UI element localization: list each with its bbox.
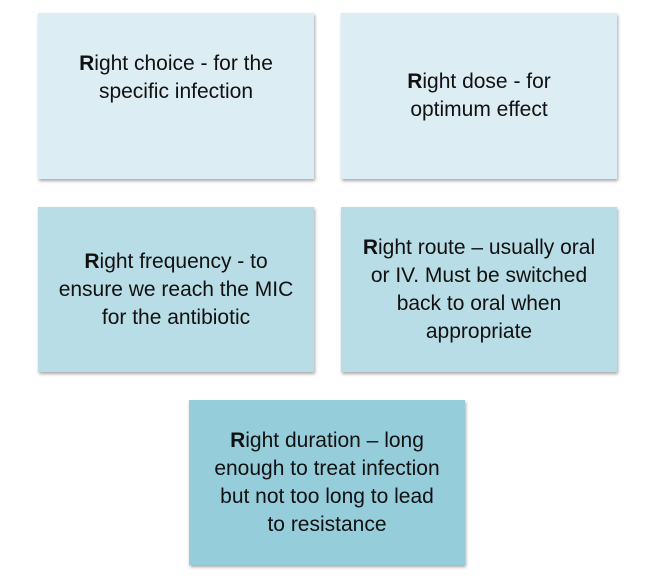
box-text: Right route – usually oral or IV. Must b… (362, 235, 596, 343)
right-choice-box: Right choice - for the specific infectio… (38, 13, 314, 179)
right-route-box: Right route – usually oral or IV. Must b… (341, 207, 617, 372)
right-duration-box: Right duration – long enough to treat in… (189, 400, 465, 565)
box-text: Right frequency - to ensure we reach the… (58, 249, 294, 329)
box-text: Right dose - for optimum effect (407, 70, 551, 121)
right-frequency-box: Right frequency - to ensure we reach the… (38, 207, 314, 372)
right-dose-box: Right dose - for optimum effect (341, 13, 617, 179)
box-text: Right choice - for the specific infectio… (79, 52, 273, 103)
box-text: Right duration – long enough to treat in… (214, 428, 440, 536)
